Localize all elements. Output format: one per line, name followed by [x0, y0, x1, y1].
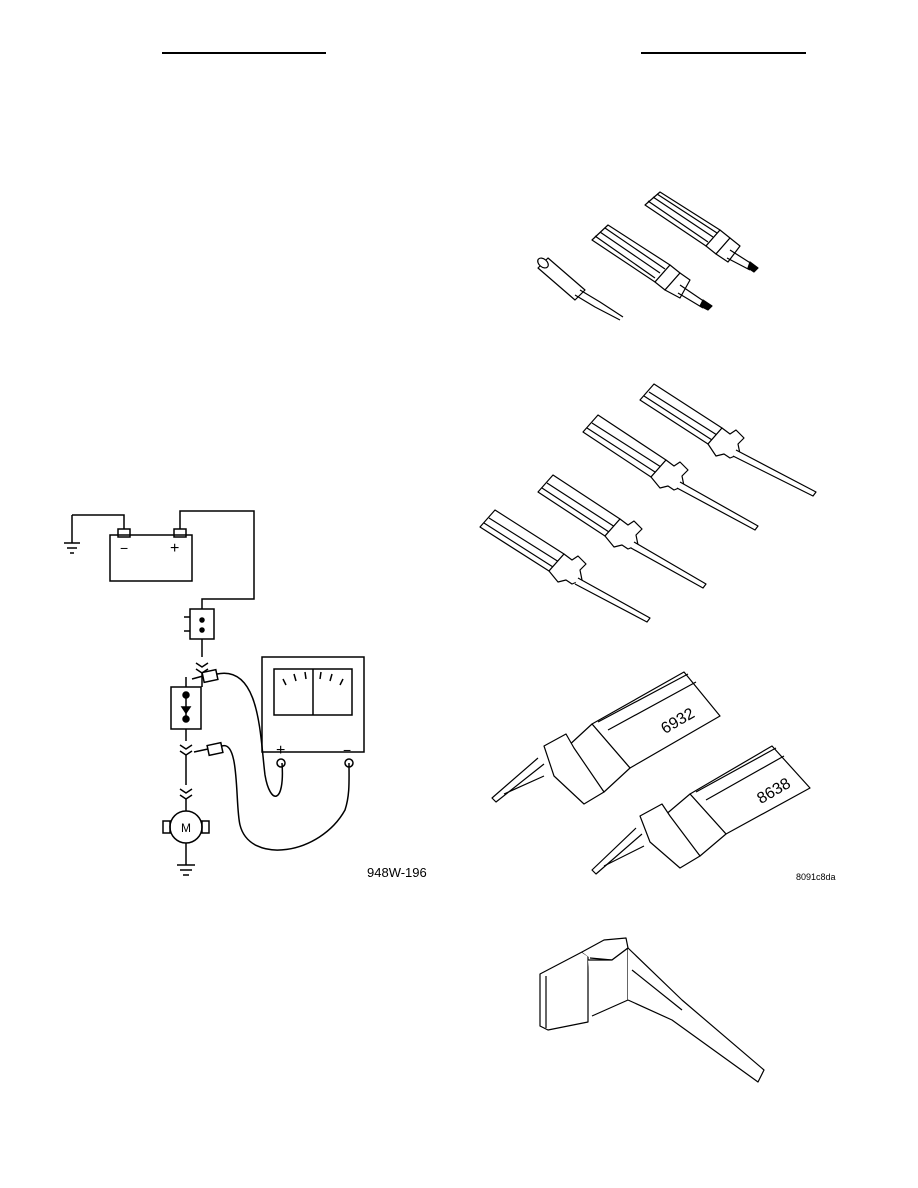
long-pick-tool-4 [480, 510, 650, 622]
long-pick-tool-2 [583, 415, 758, 530]
tool-6932 [492, 672, 720, 804]
terminal-pick-tools-figure [520, 190, 780, 330]
voltmeter-symbol [262, 657, 364, 767]
meter-neg-symbol: − [343, 742, 351, 758]
ground-symbol-bottom [177, 865, 195, 875]
switch-symbol [171, 687, 201, 729]
long-pick-tools-figure [468, 382, 828, 632]
fuse-symbol [184, 609, 214, 657]
motor-symbol-label: M [181, 821, 191, 835]
voltage-test-circuit-diagram: − + + − M [60, 505, 380, 890]
numbered-terminal-tools-figure: 6932 8638 [484, 664, 844, 886]
long-pick-tool-1 [640, 384, 816, 496]
meter-pos-symbol: + [276, 742, 285, 759]
tool-8638 [592, 746, 810, 874]
long-pick-tool-3 [538, 475, 706, 588]
pick-tool-middle [592, 225, 712, 310]
header-rule-right [641, 52, 806, 54]
ground-symbol-left [64, 515, 80, 553]
circuit-figure-caption: 948W-196 [367, 865, 427, 880]
battery-neg-symbol: − [120, 540, 128, 556]
probe-lower [194, 743, 349, 850]
probe-upper [192, 670, 282, 797]
battery-symbol [110, 529, 192, 581]
pen-pick-tool [536, 256, 623, 320]
tools-figure-caption: 8091c8da [796, 872, 836, 882]
pick-tool-top [645, 192, 758, 272]
header-rule-left [162, 52, 326, 54]
battery-pos-symbol: + [170, 540, 179, 557]
terminal-removal-tool-figure [532, 930, 776, 1090]
